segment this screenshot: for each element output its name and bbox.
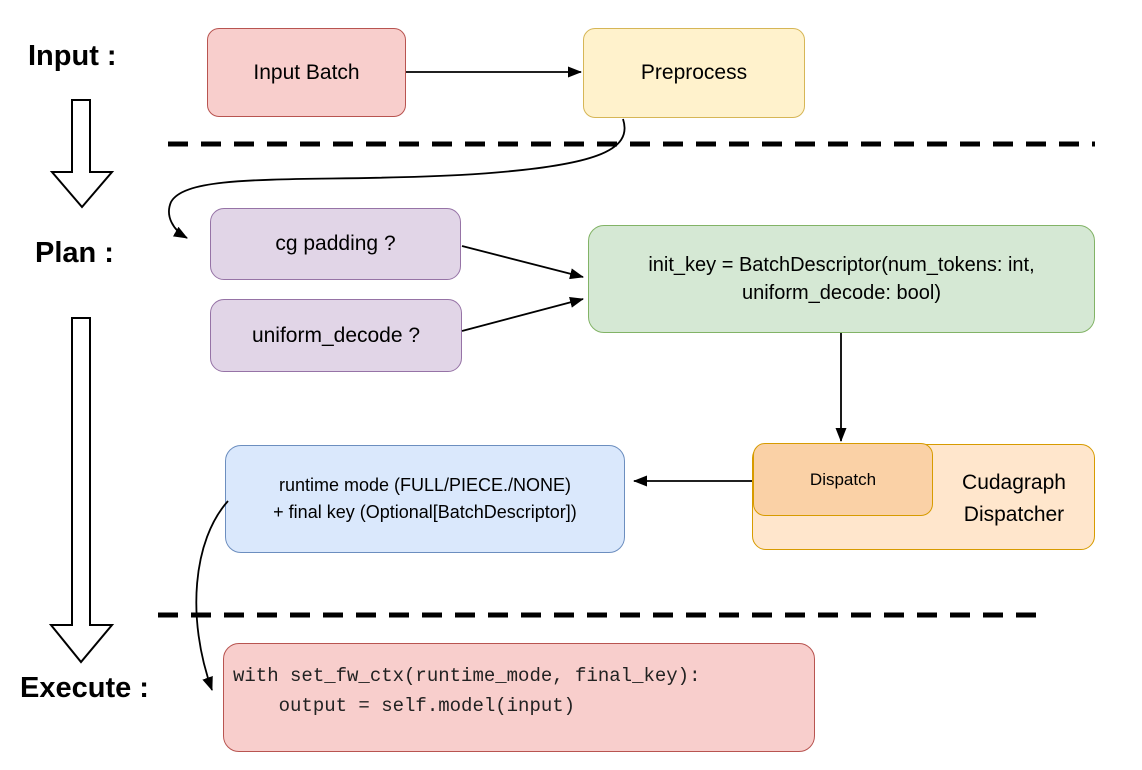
execute-code-line2: output = self.model(input)	[233, 695, 576, 717]
execute-code-node: with set_fw_ctx(runtime_mode, final_key)…	[223, 643, 815, 752]
cudagraph-dispatcher-label: Cudagraph Dispatcher	[933, 466, 1095, 532]
cg-padding-node: cg padding ?	[210, 208, 461, 280]
input-batch-label: Input Batch	[253, 60, 360, 84]
dispatch-node: Dispatch	[753, 443, 933, 516]
runtime-mode-line1: runtime mode (FULL/PIECE./NONE)	[278, 475, 572, 495]
cudagraph-dispatcher-line2: Dispatcher	[963, 503, 1065, 526]
preprocess-node: Preprocess	[583, 28, 805, 118]
init-key-line2: uniform_decode: bool)	[741, 282, 941, 304]
cudagraph-dispatcher-line1: Cudagraph	[962, 471, 1066, 494]
input-batch-node: Input Batch	[207, 28, 406, 117]
uniform-decode-label: uniform_decode ?	[251, 323, 421, 347]
execute-phase-label: Execute :	[20, 672, 149, 704]
runtime-mode-line2: + final key (Optional[BatchDescriptor])	[273, 502, 577, 522]
input-to-plan-arrow	[49, 99, 115, 209]
init-key-line1: init_key = BatchDescriptor(num_tokens: i…	[648, 254, 1035, 276]
cg-padding-label: cg padding ?	[275, 232, 396, 255]
dispatch-label: Dispatch	[809, 469, 877, 489]
preprocess-label: Preprocess	[640, 61, 748, 84]
init-key-node: init_key = BatchDescriptor(num_tokens: i…	[588, 225, 1095, 333]
execute-code-line1: with set_fw_ctx(runtime_mode, final_key)…	[233, 665, 701, 687]
runtime-mode-node: runtime mode (FULL/PIECE./NONE) + final …	[225, 445, 625, 553]
plan-phase-label: Plan :	[35, 237, 114, 269]
arrow-cg-padding-to-init-key	[461, 245, 584, 280]
input-phase-label: Input :	[28, 40, 117, 72]
uniform-decode-node: uniform_decode ?	[210, 299, 462, 372]
plan-to-execute-arrow	[48, 317, 115, 664]
arrow-uniform-decode-to-init-key	[461, 297, 584, 332]
